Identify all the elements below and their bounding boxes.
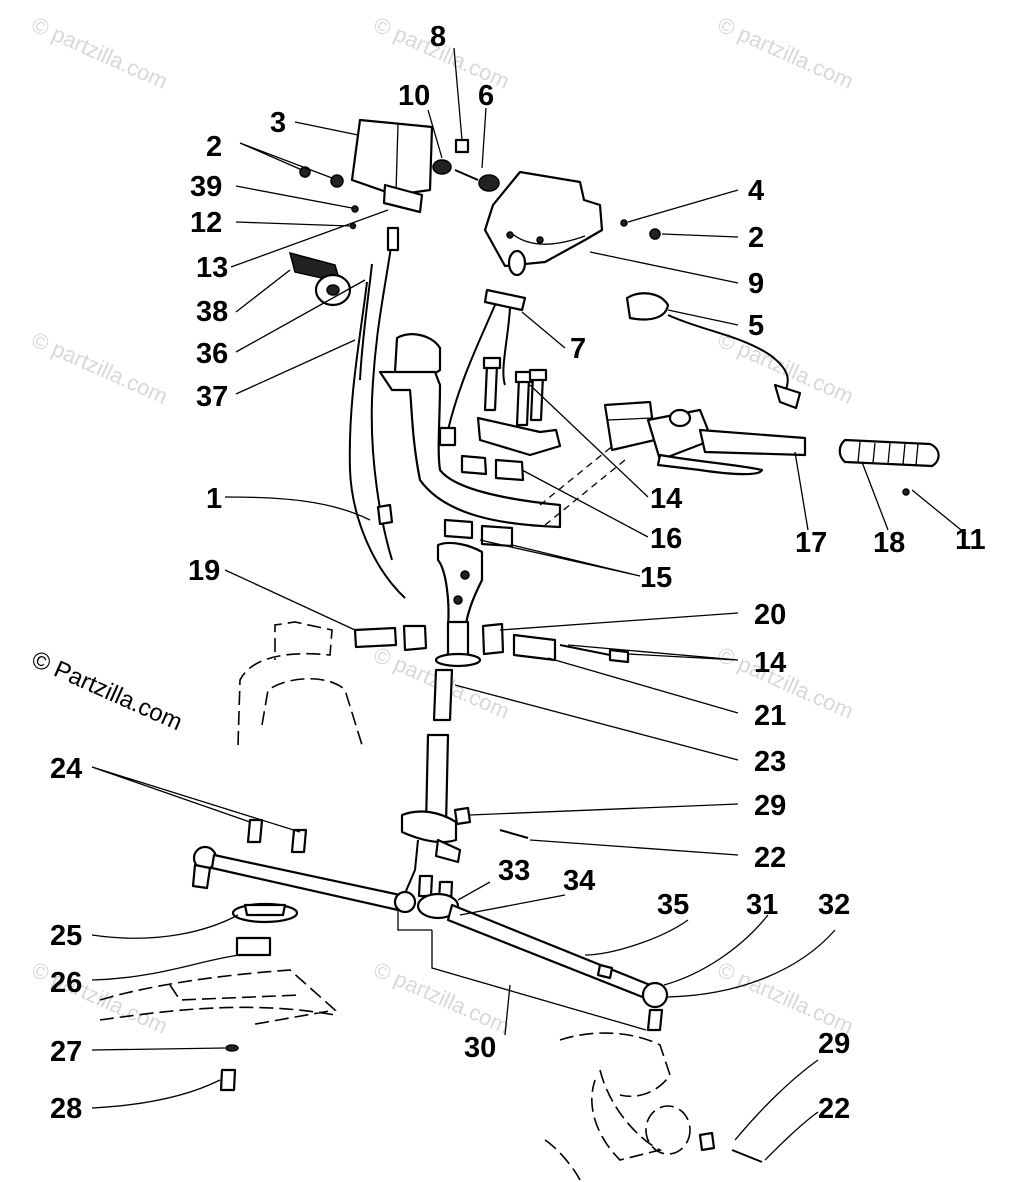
callout-6: 6: [478, 80, 494, 112]
callout-35: 35: [657, 889, 689, 921]
part-11: [902, 488, 910, 496]
clamp-16: [460, 454, 525, 482]
callout-32: 32: [818, 889, 850, 921]
watermark-text: © partzilla.com: [714, 12, 857, 94]
right-grip: [838, 438, 940, 468]
callout-33: 33: [498, 855, 530, 887]
callout-13: 13: [196, 252, 228, 284]
callout-10: 10: [398, 80, 430, 112]
callout-12: 12: [190, 207, 222, 239]
leader-lines: [91, 47, 967, 1161]
nut-pin-center: [453, 806, 529, 839]
bracket-30: [431, 930, 647, 1031]
callout-28: 28: [50, 1093, 82, 1125]
callout-36: 36: [196, 338, 228, 370]
bolts-14-top: [482, 356, 548, 427]
callout-23: 23: [754, 746, 786, 778]
callout-22-lower: 22: [818, 1093, 850, 1125]
frame-outline-arch: [261, 677, 363, 746]
callout-19: 19: [188, 555, 220, 587]
mount-plate: [476, 416, 562, 457]
callout-17: 17: [795, 527, 827, 559]
watermark-text: © partzilla.com: [28, 12, 171, 94]
parts-drawing: [99, 118, 940, 1181]
callout-7: 7: [570, 333, 586, 365]
bushing-19: [353, 624, 428, 652]
frame-outline-upper: [237, 621, 333, 746]
callout-38: 38: [196, 296, 228, 328]
part-4: [620, 219, 628, 227]
wire-connector-7: [438, 288, 527, 447]
hardware-8-10-6: [432, 138, 500, 192]
callout-14-top: 14: [650, 483, 682, 515]
bolts-24: [246, 818, 308, 854]
bracket-link: [397, 910, 432, 931]
callout-25: 25: [50, 920, 82, 952]
callout-37: 37: [196, 381, 228, 413]
callout-5: 5: [748, 310, 764, 342]
callout-21: 21: [754, 700, 786, 732]
right-throttle-housing: [483, 170, 604, 277]
brake-master-cylinder: [603, 400, 807, 476]
callout-26: 26: [50, 967, 82, 999]
callout-34: 34: [563, 865, 595, 897]
callout-24: 24: [50, 753, 82, 785]
callout-22-center: 22: [754, 842, 786, 874]
watermark-text: © partzilla.com: [370, 957, 513, 1039]
callout-3: 3: [270, 107, 286, 139]
callout-18: 18: [873, 527, 905, 559]
callout-20: 20: [754, 599, 786, 631]
right-tie-rod: [446, 903, 669, 1032]
callout-labels: 8 10 6 3 2 4 39 2 12 13 9 38 5 36 7 37 1…: [50, 21, 986, 1125]
part-12: [349, 222, 357, 230]
left-tie-rod: [191, 845, 417, 914]
steering-post-bracket: [434, 541, 484, 668]
callout-14-right: 14: [754, 647, 786, 679]
clamp-15: [443, 518, 514, 548]
part-39: [351, 205, 359, 213]
callout-29-center: 29: [754, 790, 786, 822]
nut-pin-lower: [698, 1131, 763, 1163]
screw-2-right: [649, 228, 661, 240]
callout-16: 16: [650, 523, 682, 555]
callout-30: 30: [464, 1032, 496, 1064]
left-switch-housing: [350, 118, 434, 214]
spindle-knuckle: [544, 1032, 691, 1181]
callout-8: 8: [430, 21, 446, 53]
callout-31: 31: [746, 889, 778, 921]
watermark-text: © partzilla.com: [28, 327, 171, 409]
frame-outline-lower: [99, 969, 337, 1026]
left-grip: [288, 251, 352, 307]
kill-switch: [625, 292, 802, 410]
callout-39: 39: [190, 171, 222, 203]
cables: [348, 226, 406, 599]
callout-27: 27: [50, 1036, 82, 1068]
callout-2-left: 2: [206, 131, 222, 163]
partzilla-watermark: © Partzilla.com: [28, 646, 187, 736]
callout-11: 11: [955, 524, 986, 556]
callout-4: 4: [748, 175, 764, 207]
screw-2-left: [299, 166, 344, 188]
ball-joints-33: [416, 874, 460, 920]
callout-15: 15: [640, 562, 672, 594]
callout-29-lower: 29: [818, 1028, 850, 1060]
steering-shaft: [399, 668, 462, 906]
callout-2-right: 2: [748, 222, 764, 254]
callout-1: 1: [206, 483, 222, 515]
boot-25-bushing-26: [231, 902, 299, 957]
callout-9: 9: [748, 268, 764, 300]
washer-27-bolt-28: [219, 1044, 239, 1092]
